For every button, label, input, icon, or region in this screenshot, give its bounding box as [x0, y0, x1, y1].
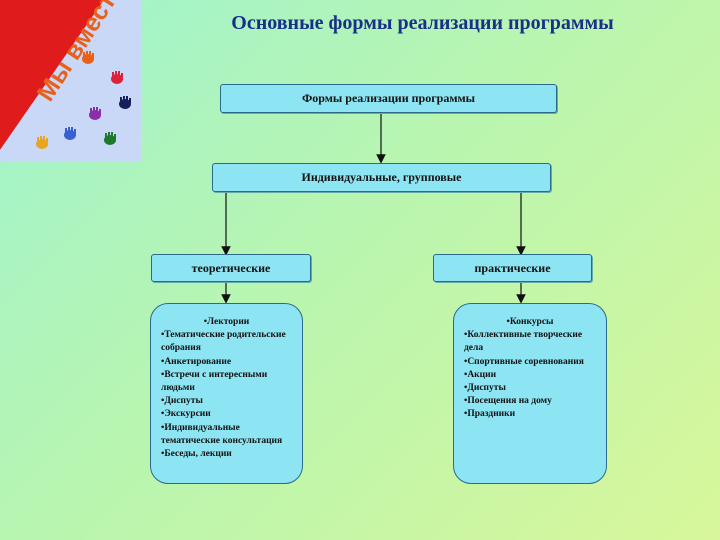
node-practical: практические: [433, 254, 592, 282]
list-item: •Лектории: [203, 317, 250, 327]
node-theoretical: теоретические: [151, 254, 311, 282]
list-item: •Спортивные соревнования: [464, 356, 584, 367]
list-item: •Диспуты: [464, 383, 506, 394]
hand-icon: [36, 136, 48, 149]
logo: Мы вместе: [0, 0, 141, 161]
hand-icon: [119, 96, 131, 109]
hand-icon: [64, 127, 76, 140]
practical-forms-panel: •Конкурсы •Коллективные творческие дела …: [453, 303, 607, 484]
node-individual-group: Индивидуальные, групповые: [212, 163, 551, 192]
list-item: •Беседы, лекции: [161, 449, 232, 460]
list-item: •Тематические родительские собрания: [161, 330, 286, 354]
page-title: Основные формы реализации программы: [231, 12, 614, 34]
hand-icon: [82, 51, 94, 64]
list-item: •Индивидуальные тематические консультаци…: [161, 422, 283, 446]
list-item: •Посещения на дому: [464, 396, 552, 407]
hand-icon: [104, 132, 116, 145]
theoretical-forms-panel: •Лектории •Тематические родительские соб…: [150, 303, 303, 484]
hand-icon: [111, 71, 123, 84]
list-item: •Коллективные творческие дела: [464, 330, 583, 354]
list-item: •Конкурсы: [506, 317, 554, 327]
hand-icon: [89, 107, 101, 120]
list-item: •Экскурсии: [161, 409, 211, 420]
node-root: Формы реализации программы: [220, 84, 557, 113]
list-item: •Встречи с интересными людьми: [161, 369, 268, 394]
list-item: •Анкетирование: [161, 356, 232, 367]
list-item: •Диспуты: [161, 396, 203, 407]
list-item: •Акции: [464, 369, 497, 380]
list-item: •Праздники: [464, 409, 516, 420]
